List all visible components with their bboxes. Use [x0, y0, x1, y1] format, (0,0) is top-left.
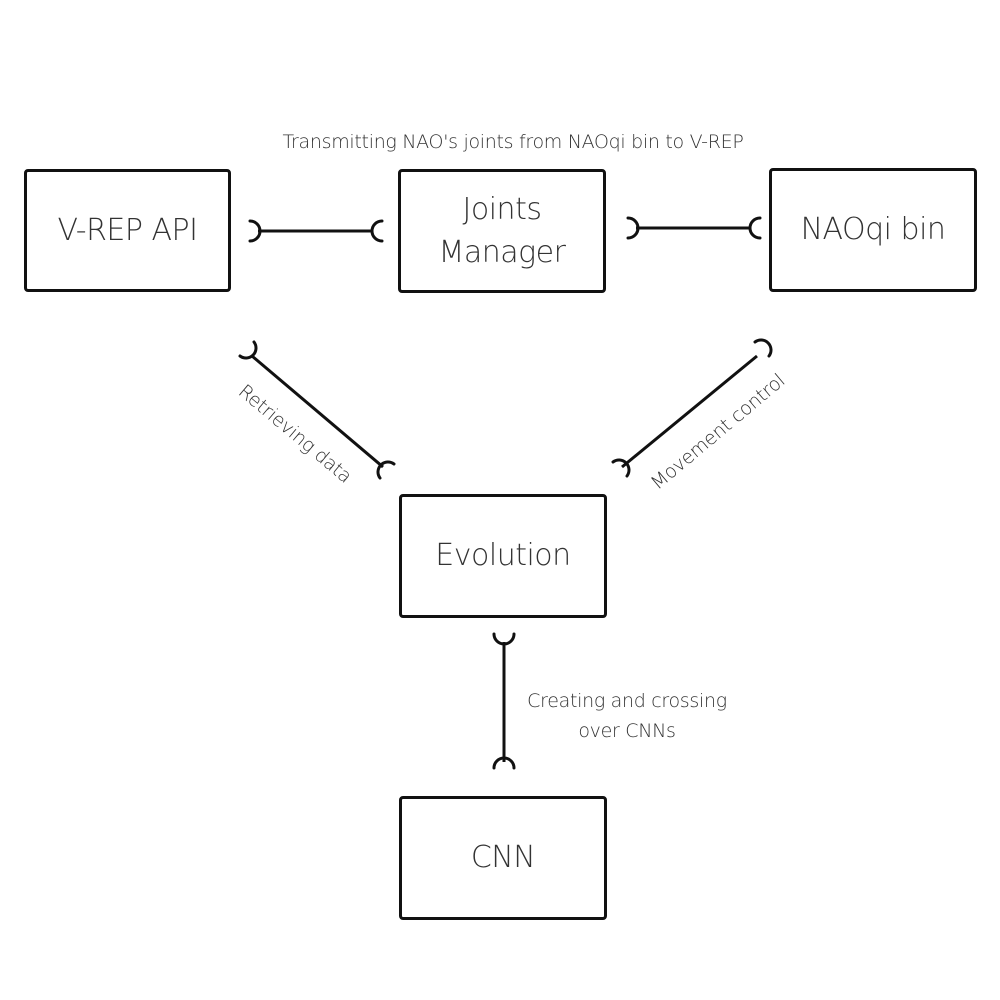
- connector-naoqi-evolution: [621, 354, 758, 469]
- edge-label-creating-crossing-line1: Creating and crossing: [527, 690, 727, 712]
- socket-evolution-cnn-bottom: [492, 756, 516, 770]
- node-cnn-label: CNN: [470, 840, 536, 876]
- socket-joints-naoqi-right: [748, 216, 762, 240]
- node-joints-manager-label: Joints Manager: [438, 191, 566, 271]
- edge-label-transmitting-joints: Transmitting NAO's joints from NAOqi bin…: [282, 131, 744, 153]
- node-naoqi-bin: NAOqi bin: [769, 168, 977, 292]
- connector-vrep-evolution: [251, 354, 384, 469]
- edge-label-creating-crossing-line2: over CNNs: [578, 720, 676, 742]
- socket-vrep-joints-left: [248, 219, 262, 243]
- node-vrep-api-label: V-REP API: [57, 212, 198, 248]
- socket-naoqi-evolution-top: [753, 338, 773, 358]
- node-evolution: Evolution: [399, 494, 607, 618]
- socket-joints-naoqi-left: [626, 216, 640, 240]
- socket-vrep-evolution-top: [238, 340, 258, 360]
- socket-vrep-evolution-bottom: [376, 460, 396, 480]
- node-joints-manager: Joints Manager: [398, 169, 606, 293]
- socket-evolution-cnn-top: [492, 632, 516, 646]
- socket-naoqi-evolution-bottom: [611, 458, 631, 478]
- node-naoqi-bin-label: NAOqi bin: [800, 212, 946, 248]
- socket-vrep-joints-right: [370, 219, 384, 243]
- node-cnn: CNN: [399, 796, 607, 920]
- node-evolution-label: Evolution: [435, 538, 571, 574]
- node-vrep-api: V-REP API: [24, 169, 231, 292]
